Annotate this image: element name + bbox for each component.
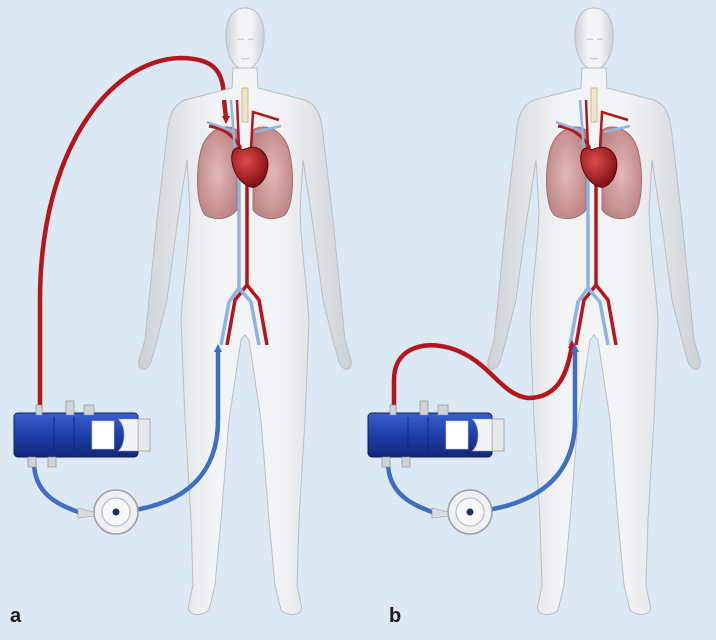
panel-a <box>14 8 351 615</box>
pump-head-icon-b <box>432 490 492 534</box>
pump-head-icon-a <box>78 490 138 534</box>
ecmo-console-icon-b <box>368 401 504 467</box>
panel-b <box>368 8 700 615</box>
panel-label-b: b <box>389 605 401 628</box>
human-figure-a <box>139 8 352 615</box>
panel-label-a: a <box>10 605 21 628</box>
human-figure-b <box>488 8 701 615</box>
ecmo-console-icon-a <box>14 401 150 467</box>
